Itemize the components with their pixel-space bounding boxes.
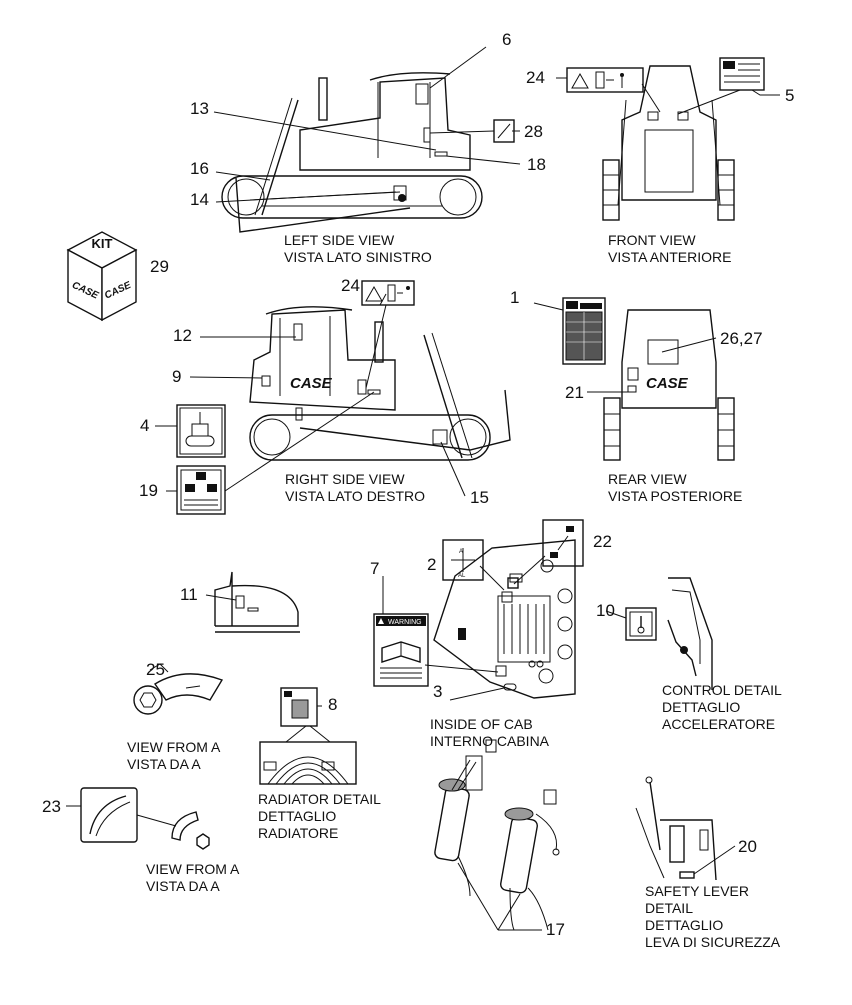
svg-text:AL: AL — [458, 573, 466, 579]
caption-radiator-1: RADIATOR DETAIL — [258, 791, 381, 807]
callout-26-27: 26,27 — [720, 329, 763, 348]
caption-right-side-2: VISTA LATO DESTRO — [285, 488, 425, 504]
callout-16: 16 — [190, 159, 209, 178]
callout-13: 13 — [190, 99, 209, 118]
callout-11: 11 — [180, 585, 198, 604]
callout-1: 1 — [510, 288, 519, 307]
control-detail — [625, 577, 713, 690]
callout-18: 18 — [527, 155, 546, 174]
view-from-a-bottom — [80, 787, 210, 850]
callout-25: 25 — [146, 660, 165, 679]
callout-21: 21 — [565, 383, 584, 402]
caption-safety-1: SAFETY LEVER — [645, 883, 749, 899]
decal-7-warning: WARNING — [373, 613, 429, 687]
warning-triangle-icon — [571, 72, 589, 89]
callout-4: 4 — [140, 416, 149, 435]
decal-2: A AL — [442, 539, 484, 581]
callout-23: 23 — [42, 797, 61, 816]
caption-front-2: VISTA ANTERIORE — [608, 249, 731, 265]
inside-of-cab — [433, 539, 576, 699]
callout-24-middle: 24 — [341, 276, 360, 295]
exit-person-icon — [620, 73, 624, 77]
kit-box-icon: KIT CASE CASE — [66, 231, 138, 322]
callout-15: 15 — [470, 488, 489, 507]
callout-6: 6 — [502, 30, 511, 49]
detail-11 — [214, 571, 300, 633]
callout-24-top: 24 — [526, 68, 545, 87]
decal-24-middle — [361, 280, 415, 306]
caption-control-2: DETTAGLIO — [662, 699, 740, 715]
caption-left-side-1: LEFT SIDE VIEW — [284, 232, 395, 248]
callout-5: 5 — [785, 86, 794, 105]
callout-7: 7 — [370, 559, 379, 578]
caption-front-1: FRONT VIEW — [608, 232, 696, 248]
caption-view-a-bottom-1: VIEW FROM A — [146, 861, 240, 877]
callout-29: 29 — [150, 257, 169, 276]
decal-19 — [176, 465, 226, 515]
caption-radiator-2: DETTAGLIO — [258, 808, 336, 824]
decal-4 — [176, 404, 226, 458]
caption-right-side-1: RIGHT SIDE VIEW — [285, 471, 405, 487]
callout-22: 22 — [593, 532, 612, 551]
caption-rear-1: REAR VIEW — [608, 471, 687, 487]
caption-safety-2: DETAIL — [645, 900, 693, 916]
radiator-detail — [259, 687, 357, 785]
svg-text:A: A — [459, 549, 463, 555]
callout-8: 8 — [328, 695, 337, 714]
callout-19: 19 — [139, 481, 158, 500]
view-captions: LEFT SIDE VIEW VISTA LATO SINISTRO FRONT… — [127, 232, 782, 950]
callout-17: 17 — [546, 920, 565, 939]
caption-safety-4: LEVA DI SICUREZZA — [645, 934, 781, 950]
caption-rear-2: VISTA POSTERIORE — [608, 488, 742, 504]
right-side-view: CASE — [249, 306, 511, 461]
callout-14: 14 — [190, 190, 209, 209]
callout-20: 20 — [738, 837, 757, 856]
decal-22 — [542, 519, 584, 567]
caption-view-a-bottom-2: VISTA DA A — [146, 878, 220, 894]
callout-numbers: 6 24 5 13 28 18 16 14 29 24 1 12 26,27 9… — [42, 30, 794, 939]
fuel-filters — [434, 739, 560, 931]
right-side-brand: CASE — [290, 375, 333, 392]
rear-brand: CASE — [646, 375, 689, 392]
caption-control-1: CONTROL DETAIL — [662, 682, 782, 698]
callout-9: 9 — [172, 367, 181, 386]
caption-view-a-top-2: VISTA DA A — [127, 756, 201, 772]
callout-28: 28 — [524, 122, 543, 141]
caption-safety-3: DETTAGLIO — [645, 917, 723, 933]
decal-1 — [562, 297, 606, 365]
callout-2: 2 — [427, 555, 436, 574]
warning-label: WARNING — [388, 619, 422, 626]
decal-24-top — [566, 67, 644, 93]
leader-lines — [66, 46, 780, 931]
caption-cab-2: INTERNO CABINA — [430, 733, 550, 749]
rear-view: CASE — [603, 309, 735, 461]
callout-10: 10 — [596, 601, 615, 620]
left-side-view — [221, 72, 515, 233]
caption-control-3: ACCELERATORE — [662, 716, 775, 732]
callout-12: 12 — [173, 326, 192, 345]
kit-label: KIT — [92, 236, 113, 251]
safety-lever-detail — [635, 776, 717, 881]
caption-view-a-top-1: VIEW FROM A — [127, 739, 221, 755]
decal-5 — [719, 57, 765, 91]
caption-radiator-3: RADIATORE — [258, 825, 338, 841]
caption-cab-1: INSIDE OF CAB — [430, 716, 533, 732]
caption-left-side-2: VISTA LATO SINISTRO — [284, 249, 432, 265]
callout-3: 3 — [433, 682, 442, 701]
front-view — [602, 65, 735, 221]
view-from-a-top — [133, 673, 224, 715]
